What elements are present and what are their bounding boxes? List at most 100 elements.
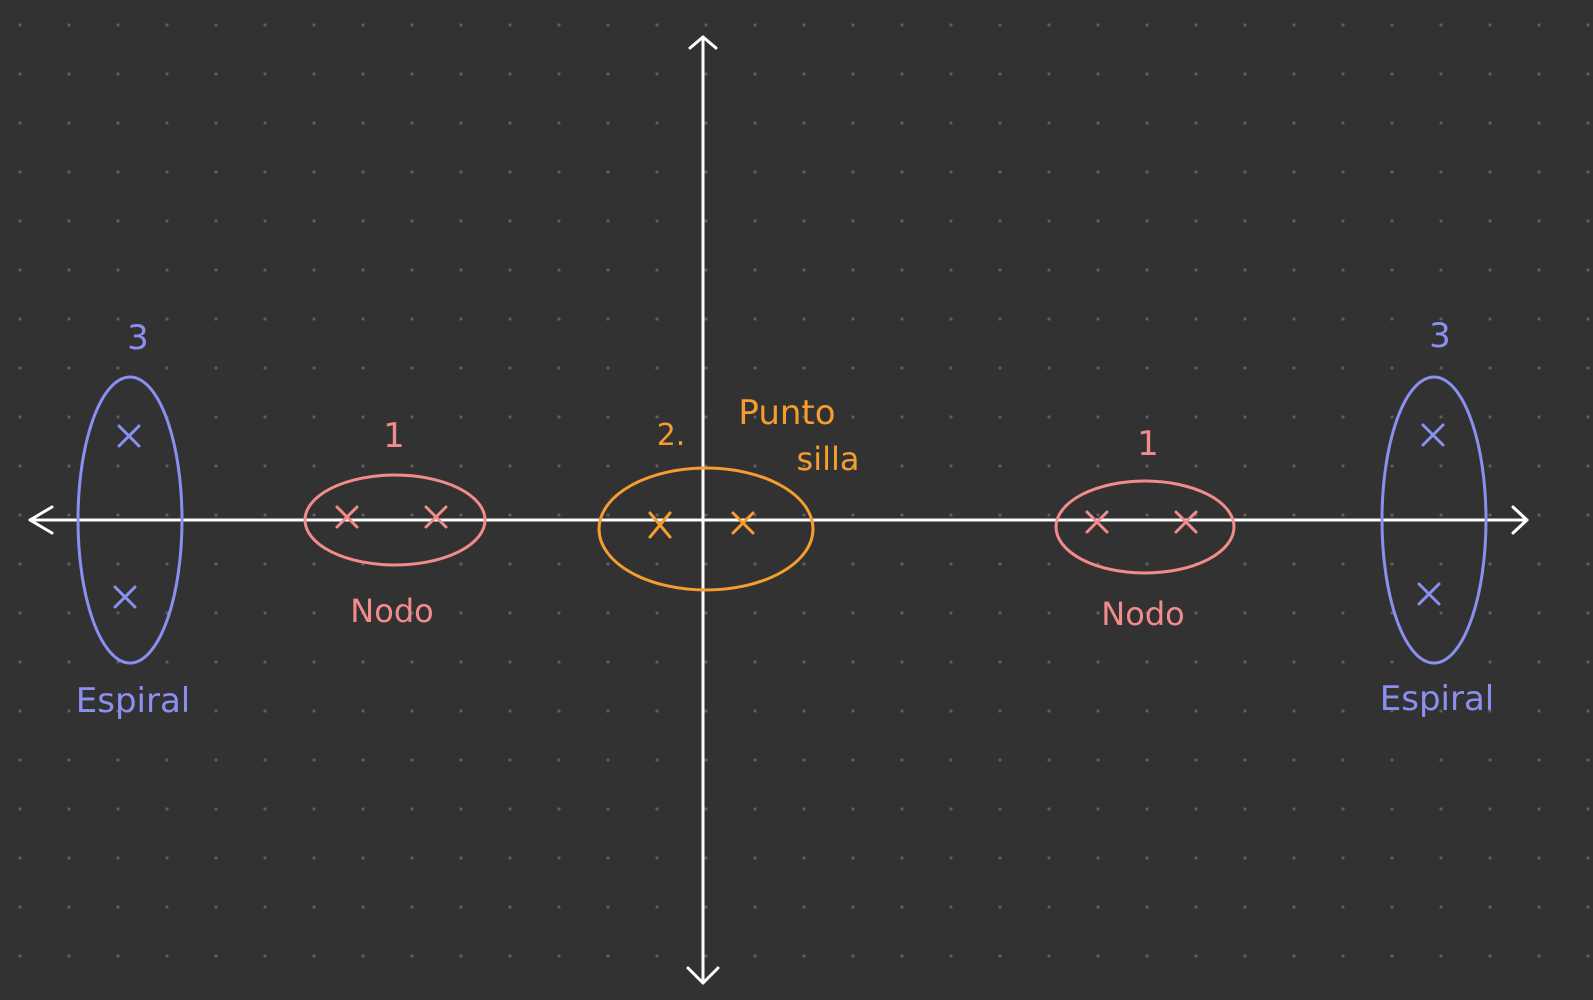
- grid-dot: [67, 954, 71, 958]
- grid-dot: [67, 562, 71, 566]
- grid-dot: [557, 464, 561, 468]
- grid-dot: [851, 611, 855, 615]
- grid-dot: [1047, 660, 1051, 664]
- grid-dot: [1292, 317, 1296, 321]
- grid-dot: [704, 317, 708, 321]
- grid-dot: [606, 170, 610, 174]
- grid-dot: [1145, 905, 1149, 909]
- grid-dot: [1488, 611, 1492, 615]
- grid-dot: [214, 170, 218, 174]
- left-arrow-icon: [28, 505, 54, 535]
- grid-dot: [704, 23, 708, 27]
- grid-dot: [1243, 905, 1247, 909]
- grid-dot: [1439, 317, 1443, 321]
- grid-dot: [900, 23, 904, 27]
- grid-dot: [1488, 513, 1492, 517]
- grid-dot: [18, 954, 22, 958]
- grid-dot: [655, 23, 659, 27]
- grid-dot: [557, 219, 561, 223]
- grid-dot: [312, 807, 316, 811]
- grid-dot: [1439, 464, 1443, 468]
- espiral-left-group: [76, 375, 184, 665]
- grid-dot: [1243, 170, 1247, 174]
- grid-dot: [998, 758, 1002, 762]
- grid-dot: [1488, 758, 1492, 762]
- grid-dot: [1145, 562, 1149, 566]
- grid-dot: [1047, 170, 1051, 174]
- grid-dot: [165, 660, 169, 664]
- grid-dot: [116, 954, 120, 958]
- grid-dot: [1145, 121, 1149, 125]
- grid-dot: [361, 905, 365, 909]
- grid-dot: [1096, 366, 1100, 370]
- grid-dot: [1341, 807, 1345, 811]
- grid-dot: [1341, 954, 1345, 958]
- grid-dot: [1096, 611, 1100, 615]
- cross-icon: [1174, 510, 1198, 534]
- grid-dot: [18, 415, 22, 419]
- grid-dot: [655, 121, 659, 125]
- grid-dot: [67, 905, 71, 909]
- grid-dot: [459, 317, 463, 321]
- grid-dot: [361, 23, 365, 27]
- grid-dot: [410, 121, 414, 125]
- grid-dot: [1047, 121, 1051, 125]
- grid-dot: [851, 170, 855, 174]
- grid-dot: [459, 709, 463, 713]
- grid-dot: [606, 464, 610, 468]
- grid-dot: [1243, 317, 1247, 321]
- grid-dot: [18, 317, 22, 321]
- grid-dot: [1096, 856, 1100, 860]
- cross-icon: [648, 511, 672, 539]
- grid-dot: [508, 660, 512, 664]
- grid-dot: [1096, 317, 1100, 321]
- grid-dot: [1194, 415, 1198, 419]
- grid-dot: [1390, 562, 1394, 566]
- grid-dot: [1537, 660, 1541, 664]
- grid-dot: [1439, 856, 1443, 860]
- grid-dot: [1243, 268, 1247, 272]
- grid-dot: [1096, 807, 1100, 811]
- grid-dot: [998, 856, 1002, 860]
- grid-dot: [1390, 366, 1394, 370]
- grid-dot: [1488, 905, 1492, 909]
- grid-dot: [1243, 464, 1247, 468]
- grid-dot: [214, 562, 218, 566]
- grid-dot: [1537, 170, 1541, 174]
- grid-dot: [753, 660, 757, 664]
- grid-dot: [361, 72, 365, 76]
- grid-dot: [165, 709, 169, 713]
- grid-dot: [900, 660, 904, 664]
- grid-dot: [18, 611, 22, 615]
- grid-dot: [1145, 807, 1149, 811]
- grid-dot: [18, 366, 22, 370]
- grid-dot: [1243, 366, 1247, 370]
- grid-dot: [851, 905, 855, 909]
- grid-dot: [263, 23, 267, 27]
- grid-dot: [508, 170, 512, 174]
- grid-dot: [1047, 611, 1051, 615]
- grid-dot: [753, 415, 757, 419]
- grid-dot: [410, 856, 414, 860]
- grid-dot: [900, 219, 904, 223]
- grid-dot: [1292, 415, 1296, 419]
- grid-dot: [655, 366, 659, 370]
- grid-dot: [214, 366, 218, 370]
- grid-dot: [361, 170, 365, 174]
- grid-dot: [1586, 219, 1590, 223]
- grid-dot: [1537, 366, 1541, 370]
- espiral-left-number: 3: [127, 318, 149, 358]
- grid-dot: [459, 856, 463, 860]
- grid-dot: [508, 562, 512, 566]
- grid-dot: [1292, 758, 1296, 762]
- grid-dot: [606, 268, 610, 272]
- grid-dot: [67, 758, 71, 762]
- grid-dot: [949, 415, 953, 419]
- grid-dot: [459, 219, 463, 223]
- grid-dot: [67, 464, 71, 468]
- nodo-left-label: Nodo: [350, 592, 433, 630]
- grid-dot: [410, 513, 414, 517]
- grid-dot: [802, 807, 806, 811]
- grid-dot: [655, 954, 659, 958]
- grid-dot: [1586, 72, 1590, 76]
